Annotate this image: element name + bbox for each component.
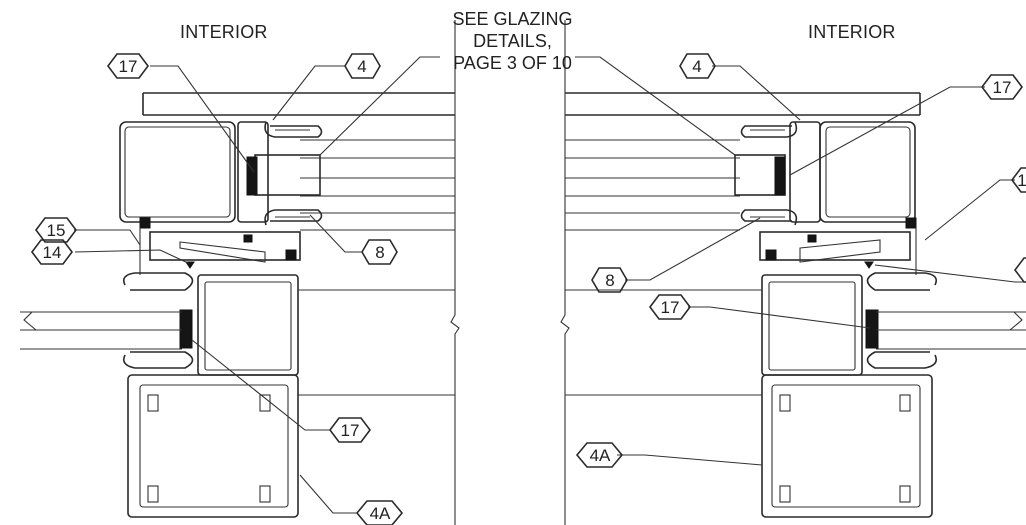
callout-right-14-partial (1014, 257, 1026, 283)
callout-right-4a: 4A (575, 442, 624, 468)
glazing-note-line2: DETAILS, (473, 31, 552, 51)
callout-left-17-top: 17 (107, 53, 149, 79)
svg-text:4A: 4A (370, 504, 391, 523)
glazing-note-line1: SEE GLAZING (452, 9, 573, 29)
svg-text:17: 17 (119, 57, 138, 76)
svg-text:4: 4 (692, 57, 701, 76)
svg-text:17: 17 (341, 421, 360, 440)
callout-left-17-bottom: 17 (329, 417, 371, 443)
svg-text:8: 8 (605, 271, 614, 290)
right-leaders (617, 65, 1026, 466)
left-leaders (74, 56, 736, 514)
callout-right-17-mid: 17 (649, 294, 691, 320)
left-interior-heading: INTERIOR (180, 22, 268, 42)
callout-right-17-top: 17 (981, 74, 1023, 100)
right-section-detail (560, 20, 1026, 525)
right-interior-heading: INTERIOR (808, 22, 896, 42)
svg-text:4A: 4A (590, 446, 611, 465)
svg-text:15: 15 (47, 221, 66, 240)
callout-left-4a: 4A (355, 500, 404, 525)
svg-text:8: 8 (375, 243, 384, 262)
glazing-note-line3: PAGE 3 OF 10 (453, 53, 572, 73)
svg-text:4: 4 (357, 57, 366, 76)
glazing-note: SEE GLAZING DETAILS, PAGE 3 OF 10 (440, 8, 585, 74)
svg-text:1: 1 (1017, 171, 1026, 190)
callout-right-8: 8 (591, 267, 628, 293)
svg-text:17: 17 (993, 78, 1012, 97)
callout-left-4: 4 (344, 53, 381, 79)
callout-left-14: 14 (31, 239, 73, 265)
callout-right-4: 4 (679, 53, 716, 79)
callout-left-15: 15 (35, 217, 77, 243)
callout-right-15-partial: 1 (1011, 167, 1026, 193)
svg-text:17: 17 (661, 298, 680, 317)
left-section-detail (20, 20, 460, 525)
svg-text:14: 14 (43, 243, 62, 262)
callout-left-8: 8 (361, 239, 398, 265)
